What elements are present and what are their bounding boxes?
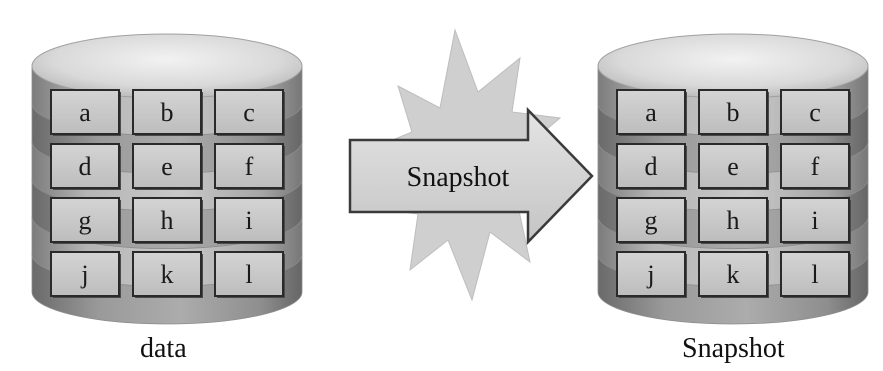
cell-label: j <box>80 260 88 289</box>
cell-label: c <box>243 98 255 127</box>
data-cell <box>50 143 120 189</box>
cell-label: i <box>811 206 818 235</box>
arrow-label: Snapshot <box>407 162 510 193</box>
data-cell <box>50 89 120 135</box>
data-cell <box>616 251 686 297</box>
cell-label: l <box>811 260 818 289</box>
data-cell <box>780 197 850 243</box>
cell-label: f <box>245 152 254 181</box>
data-cell <box>50 197 120 243</box>
data-cell <box>132 197 202 243</box>
data-cell <box>214 251 284 297</box>
data-cell <box>780 89 850 135</box>
source-database: a b c d e f g h i j k l <box>31 33 303 325</box>
snapshot-arrow: Snapshot <box>348 106 594 246</box>
snapshot-caption: Snapshot <box>682 333 785 364</box>
data-cell <box>616 89 686 135</box>
data-cell <box>132 143 202 189</box>
cell-label: a <box>79 98 91 127</box>
data-cell <box>698 143 768 189</box>
db-top <box>31 33 303 99</box>
data-cell <box>214 89 284 135</box>
data-cell <box>616 197 686 243</box>
data-cell <box>616 143 686 189</box>
cell-label: g <box>645 206 658 235</box>
data-cell <box>698 89 768 135</box>
cell-label: j <box>646 260 654 289</box>
cell-label: c <box>809 98 821 127</box>
data-cell <box>780 143 850 189</box>
cell-label: h <box>161 206 174 235</box>
cell-label: a <box>645 98 657 127</box>
arrow-shape <box>348 106 594 246</box>
cell-label: e <box>727 152 739 181</box>
cell-label: h <box>727 206 740 235</box>
data-cell <box>214 197 284 243</box>
data-cell <box>698 251 768 297</box>
cell-label: e <box>161 152 173 181</box>
cell-label: g <box>79 206 92 235</box>
cell-label: k <box>727 260 740 289</box>
cell-label: d <box>79 152 92 181</box>
data-cell <box>50 251 120 297</box>
data-cell <box>132 251 202 297</box>
snapshot-database: a b c d e f g h i j k l <box>597 33 869 325</box>
cell-label: f <box>811 152 820 181</box>
cell-label: k <box>161 260 174 289</box>
data-cell <box>214 143 284 189</box>
db-top <box>597 33 869 99</box>
cell-label: l <box>245 260 252 289</box>
data-cell <box>132 89 202 135</box>
source-caption: data <box>140 333 187 364</box>
cell-label: b <box>727 98 740 127</box>
cell-label: d <box>645 152 658 181</box>
cell-label: i <box>245 206 252 235</box>
data-cell <box>698 197 768 243</box>
cell-label: b <box>161 98 174 127</box>
data-cell <box>780 251 850 297</box>
